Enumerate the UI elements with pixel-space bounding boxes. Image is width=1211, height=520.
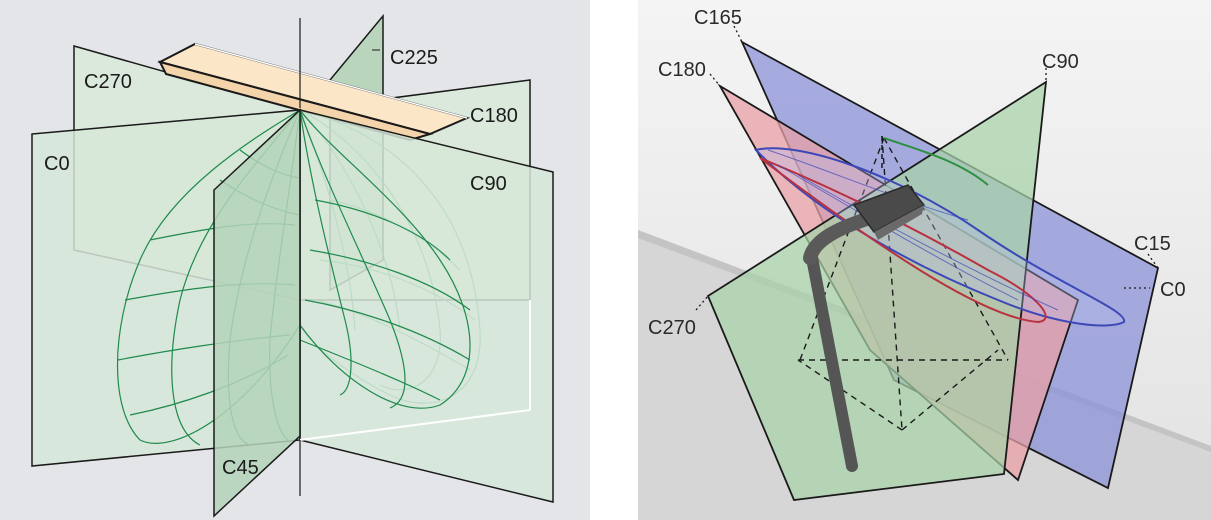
plane-c90 [299,109,554,503]
label-c165: C165 [694,7,742,29]
label-c225: C225 [390,47,438,69]
label-c90: C90 [470,173,507,195]
right-c-plane-diagram: C165 C180 C90 C15 C0 C270 [638,0,1211,520]
label-c0: C0 [1160,279,1186,301]
label-c15: C15 [1134,233,1171,255]
left-c-plane-diagram: C225 C270 C180 C0 C90 C45 [0,0,590,520]
label-c180: C180 [658,59,706,81]
label-c270: C270 [648,317,696,339]
right-diagram-svg: C165 C180 C90 C15 C0 C270 [638,0,1211,520]
plane-c45 [213,108,301,518]
label-c90: C90 [1042,51,1079,73]
plane-c90-c270 [706,80,1048,501]
left-diagram-svg: C225 C270 C180 C0 C90 C45 [0,0,590,520]
label-c45: C45 [222,457,259,479]
label-c0: C0 [44,153,70,175]
label-c270: C270 [84,71,132,93]
luminaire-bar [157,42,471,142]
label-leaders [695,25,1159,311]
label-c180: C180 [470,105,518,127]
c90-bottom-highlight [299,409,531,441]
street-lamp [803,184,926,472]
